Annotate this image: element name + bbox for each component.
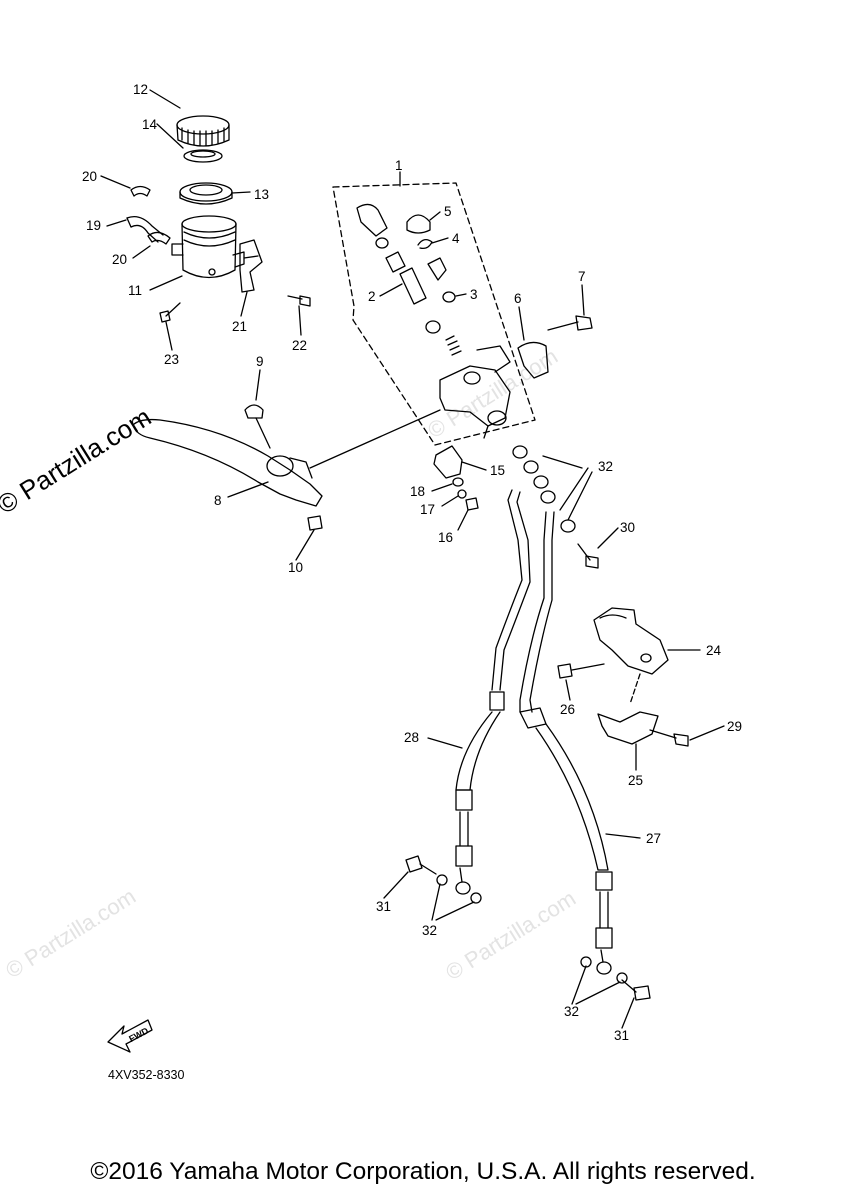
bracket-dash-line — [629, 673, 641, 705]
label-27: 27 — [646, 831, 661, 846]
label-28: 28 — [404, 730, 419, 745]
switch-15 — [433, 445, 463, 479]
label-22: 22 — [292, 338, 307, 353]
label-26: 26 — [560, 702, 575, 717]
label-11: 11 — [128, 283, 142, 298]
label-1: 1 — [395, 158, 403, 173]
bolt-30 — [577, 543, 599, 569]
label-2: 2 — [368, 289, 376, 304]
label-16: 16 — [438, 530, 453, 545]
bracket-21 — [239, 239, 263, 293]
label-32-top: 32 — [598, 459, 613, 474]
label-29: 29 — [727, 719, 742, 734]
diagram-code: 4XV352-8330 — [108, 1068, 185, 1082]
label-8: 8 — [214, 493, 222, 508]
label-31-right: 31 — [614, 1028, 629, 1043]
washers-32-top — [512, 445, 576, 533]
label-14: 14 — [142, 117, 158, 132]
bolt-31-left — [405, 855, 437, 875]
bolt-7 — [547, 315, 593, 331]
washer-18 — [452, 477, 464, 487]
brake-hose-28 — [455, 489, 531, 895]
screw-22 — [287, 295, 311, 307]
label-25: 25 — [628, 773, 643, 788]
label-5: 5 — [444, 204, 452, 219]
copyright-notice: ©2016 Yamaha Motor Corporation, U.S.A. A… — [90, 1158, 756, 1185]
diaphragm-13 — [179, 182, 233, 205]
label-10: 10 — [288, 560, 303, 575]
label-15: 15 — [490, 463, 505, 478]
bracket-25 — [597, 711, 659, 745]
label-3: 3 — [470, 287, 478, 302]
label-31-left: 31 — [376, 899, 391, 914]
label-17: 17 — [420, 502, 435, 517]
label-4: 4 — [452, 231, 460, 246]
diaphragm-14 — [183, 149, 223, 163]
screw-23 — [159, 302, 181, 323]
nut-10 — [307, 515, 323, 531]
label-6: 6 — [514, 291, 522, 306]
label-24: 24 — [706, 643, 722, 658]
brake-lever-8 — [132, 418, 323, 507]
circlip-4 — [417, 238, 433, 250]
label-20-top: 20 — [82, 169, 97, 184]
clip-20-top — [130, 185, 151, 197]
label-21: 21 — [232, 319, 247, 334]
washers-32-right — [580, 956, 628, 984]
clip-20-bottom — [147, 231, 171, 245]
ball-3 — [442, 291, 456, 303]
label-20-bottom: 20 — [112, 252, 127, 267]
washers-32-left — [436, 874, 482, 904]
screw-16 — [465, 497, 479, 511]
bolt-29 — [649, 729, 689, 747]
assembly-box-1 — [332, 182, 536, 446]
bolt-31-right — [621, 979, 651, 1001]
bolt-9 — [244, 404, 271, 449]
label-30: 30 — [620, 520, 635, 535]
holder-6 — [517, 341, 549, 379]
cap-5 — [406, 214, 431, 234]
label-32-right: 32 — [564, 1004, 579, 1019]
master-cylinder-body — [439, 345, 511, 439]
bracket-24 — [593, 607, 669, 675]
bleeder-plug — [427, 257, 447, 281]
bolt-26 — [557, 663, 605, 679]
hose-19 — [126, 215, 164, 243]
label-13: 13 — [254, 187, 269, 202]
label-23: 23 — [164, 352, 179, 367]
fwd-arrow-icon — [107, 1019, 153, 1053]
piston-kit-2 — [356, 203, 462, 356]
fwd-label: FWD — [127, 1025, 150, 1044]
label-9: 9 — [256, 354, 264, 369]
brake-hose-27 — [519, 511, 613, 975]
label-32-left: 32 — [422, 923, 437, 938]
label-18: 18 — [410, 484, 425, 499]
lever-link-line — [309, 409, 441, 469]
label-19: 19 — [86, 218, 101, 233]
label-12: 12 — [133, 82, 148, 97]
reservoir-body-11 — [171, 215, 245, 279]
label-7: 7 — [578, 269, 586, 284]
screw-17 — [457, 489, 467, 499]
reservoir-cap-12 — [176, 115, 230, 147]
